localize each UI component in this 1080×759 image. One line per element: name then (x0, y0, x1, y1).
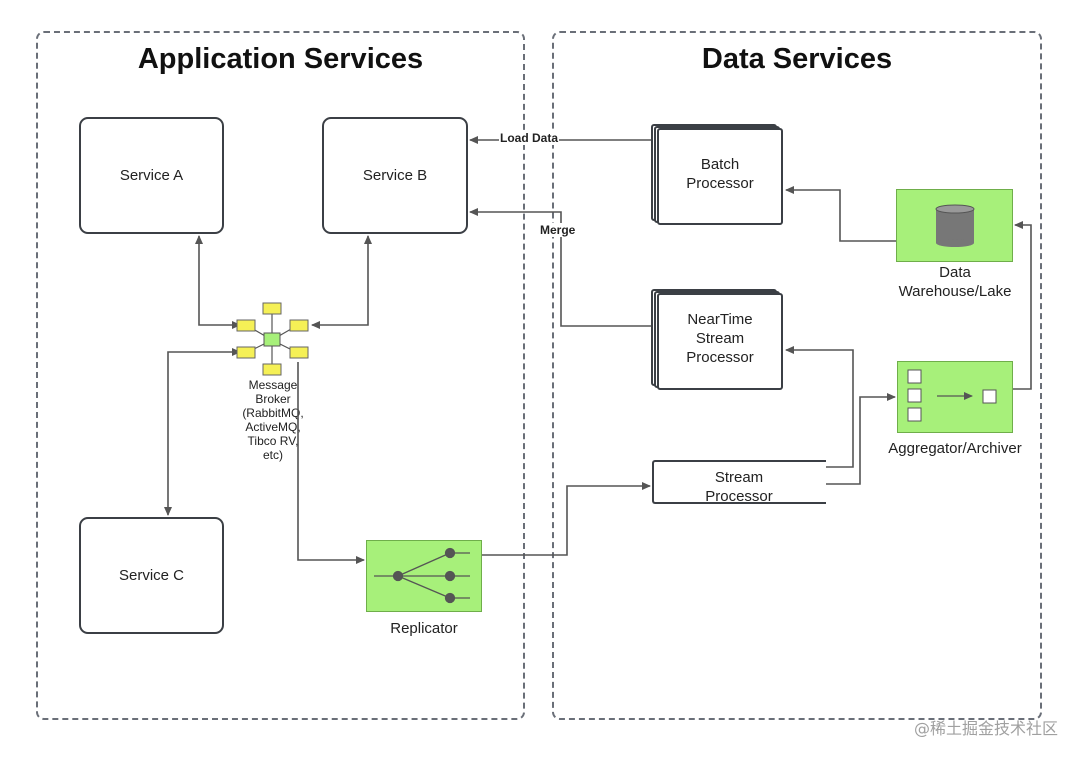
watermark-text: @稀土掘金技术社区 (913, 719, 1058, 738)
aggregator-archiver-label: Aggregator/Archiver (888, 440, 1022, 457)
service-c-box[interactable]: Service C (79, 517, 224, 634)
data-services-panel: Data Services (552, 31, 1042, 720)
application-services-panel: Application Services (36, 31, 525, 720)
message-broker-label: Message Broker (RabbitMQ, ActiveMQ, Tibc… (242, 378, 304, 462)
edge-broker-service-c (164, 348, 241, 516)
edge-label-merge: Merge (539, 223, 577, 237)
service-a-box[interactable]: Service A (79, 117, 224, 234)
service-b-label: Service B (362, 167, 428, 184)
edge-broker-replicator (297, 362, 365, 564)
edge-broker-service-b (311, 235, 372, 329)
edge-neartime-service-b (469, 208, 651, 327)
data-warehouse-label: Data Warehouse/Lake (898, 264, 1012, 300)
stream-processor-box[interactable] (652, 460, 826, 504)
batch-processor-box[interactable] (657, 128, 783, 225)
service-c-label: Service C (118, 567, 185, 584)
edge-broker-service-a (195, 235, 241, 329)
edge-label-load-data: Load Data (499, 131, 560, 145)
neartime-processor-label: NearTime Stream Processor (686, 311, 754, 366)
stream-processor-label: Stream Processor (705, 469, 773, 505)
message-broker-icon (236, 302, 309, 376)
edge-warehouse-batch (785, 186, 896, 242)
replicator-fanout-icon (374, 547, 470, 604)
service-b-box[interactable]: Service B (322, 117, 468, 234)
database-icon (935, 204, 975, 247)
edge-aggregator-warehouse (1013, 221, 1032, 390)
edge-stream-neartime (785, 346, 854, 468)
data-services-title: Data Services (701, 43, 893, 75)
batch-processor-label: Batch Processor (686, 156, 754, 192)
aggregator-icon (907, 369, 997, 422)
edge-stream-aggregator (826, 393, 896, 485)
service-a-label: Service A (119, 167, 184, 184)
edge-replicator-stream (482, 482, 651, 556)
application-services-title: Application Services (137, 43, 424, 75)
replicator-label: Replicator (390, 620, 458, 637)
neartime-processor-box[interactable] (657, 293, 783, 390)
